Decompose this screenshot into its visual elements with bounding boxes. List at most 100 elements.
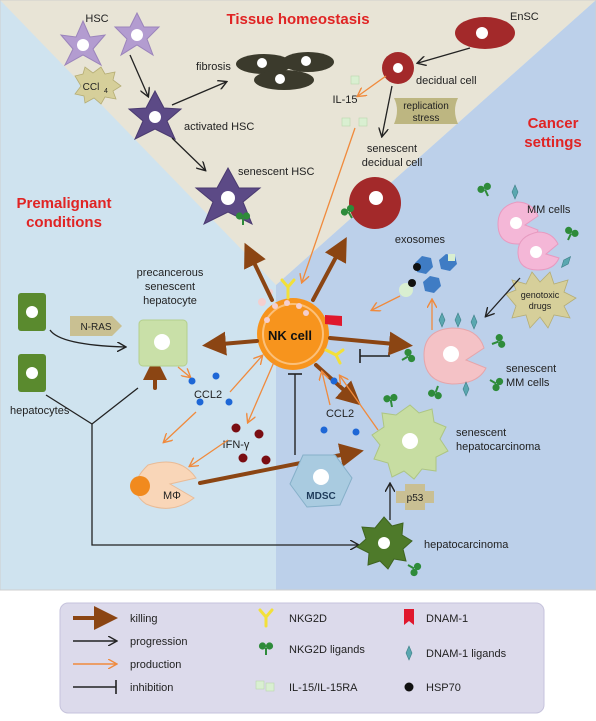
p53-marker <box>396 484 434 510</box>
arrow-precancerous-ccl2 <box>177 366 190 377</box>
kill-arrow-senescent-hsc <box>244 242 274 302</box>
ccl4-burst <box>74 66 122 105</box>
senescent-decidual-label-1: senescent <box>367 143 417 155</box>
p53-label: p53 <box>407 493 424 504</box>
ccl2-dot-2 <box>212 372 220 380</box>
nk-nkg2d-top <box>280 278 296 300</box>
genotoxic-label: genotoxic <box>521 290 560 300</box>
arrow-activated-to-senescent <box>171 137 205 170</box>
hepatocytes-label: hepatocytes <box>10 405 70 417</box>
heading-conditions: conditions <box>26 214 102 231</box>
exosome-1 <box>399 279 416 297</box>
mm-cells-label: MM cells <box>527 204 571 216</box>
hsc-cell-1 <box>59 19 107 67</box>
ifng-dot-4 <box>261 455 271 465</box>
decidual-cell-label: decidual cell <box>416 75 477 87</box>
ccl2-right-dot-3 <box>352 428 360 436</box>
ccl4-subscript: 4 <box>104 88 108 95</box>
activated-hsc-cell <box>127 89 183 141</box>
legend-dnam1-icon <box>404 609 414 625</box>
hepatocarcinoma-cell <box>356 516 413 570</box>
fibrosis-cells <box>236 52 334 90</box>
precancerous-label-2: senescent <box>145 281 195 293</box>
il15-label: IL-15 <box>332 94 357 106</box>
legend-killing: killing <box>130 613 158 625</box>
senescent-hsc-cell <box>194 166 262 226</box>
cancer-region <box>276 0 596 590</box>
arrow-ifng-to-macrophage <box>190 439 229 466</box>
senescent-mm-label-2: MM cells <box>506 377 550 389</box>
tissue-homeostasis-region <box>0 0 596 285</box>
arrow-activated-to-fibrosis <box>171 82 226 106</box>
genotoxic-drugs-burst <box>505 271 577 329</box>
ccl2-right-dot-2 <box>320 426 328 434</box>
arrow-hcc-to-nk <box>340 376 379 431</box>
legend: killing progression production inhibitio… <box>59 602 545 714</box>
senescent-hepatocarcinoma-cell <box>371 404 449 480</box>
legend-nkg2d-ligands: NKG2D ligands <box>289 644 365 656</box>
legend-nkg2d: NKG2D <box>289 613 327 625</box>
fibrosis-label: fibrosis <box>196 61 231 73</box>
exosome-4 <box>423 276 441 293</box>
legend-inhibition: inhibition <box>130 682 173 694</box>
hsc-label: HSC <box>85 13 108 25</box>
ifng-dot-1 <box>231 423 241 433</box>
precancerous-label-3: hepatocyte <box>143 295 197 307</box>
il15-square-3 <box>358 117 368 127</box>
arrow-hsc-to-activated <box>129 54 148 96</box>
exosome-3 <box>439 254 457 271</box>
ccl2-right-label: CCL2 <box>326 408 354 420</box>
ccl2-dot-4 <box>225 398 233 406</box>
legend-dnam1-ligands: DNAM-1 ligands <box>426 648 507 660</box>
hepatocarcinoma-label: hepatocarcinoma <box>424 539 509 551</box>
drugs-label: drugs <box>529 301 552 311</box>
senescent-mm-label-1: senescent <box>506 363 556 375</box>
mdsc-cell <box>289 454 353 508</box>
il15-square-2 <box>341 117 351 127</box>
precancerous-hepatocyte-cell <box>138 319 188 367</box>
legend-il15: IL-15/IL-15RA <box>289 682 358 694</box>
legend-nkg2d-icon <box>258 608 274 628</box>
legend-progression: progression <box>130 636 187 648</box>
activated-hsc-label: activated HSC <box>184 121 254 133</box>
senescent-mm-cell <box>423 327 487 385</box>
replication-stress-flag <box>394 98 458 124</box>
heading-tissue-homeostasis: Tissue homeostasis <box>226 11 369 28</box>
macrophage-cell <box>130 461 197 509</box>
macrophage-label: MΦ <box>163 490 181 502</box>
precancerous-label-1: precancerous <box>137 267 204 279</box>
nk-dnam1-receptor <box>325 315 342 326</box>
mm-cell-2 <box>517 231 560 271</box>
mm-cell-1 <box>497 201 539 245</box>
exosomes-label: exosomes <box>395 234 446 246</box>
il15-square-1 <box>350 75 360 85</box>
senescent-hcc-label-2: hepatocarcinoma <box>456 441 541 453</box>
arrow-il15-to-nk <box>302 127 356 282</box>
ensc-cell <box>455 17 515 49</box>
decidual-cell <box>382 52 414 84</box>
arrow-ccl2-to-macrophage <box>164 411 197 442</box>
arrow-ccl2-right-to-nk <box>322 372 331 406</box>
heading-cancer: Cancer <box>528 115 579 132</box>
kill-arrow-senescent-decidual <box>311 236 347 302</box>
arrow-ensc-to-decidual <box>418 47 471 63</box>
arrow-ccl2-to-nk <box>229 356 262 393</box>
senescent-hsc-label: senescent HSC <box>238 166 314 178</box>
legend-box <box>59 602 545 714</box>
exosome-2 <box>413 256 433 274</box>
hepatocyte-cell-1 <box>18 293 46 331</box>
mdsc-label: MDSC <box>306 491 335 502</box>
legend-hsp70-icon <box>404 682 414 692</box>
nk-cell-label: NK cell <box>268 328 312 343</box>
replication-label: replication <box>403 101 449 112</box>
ccl2-left-label: CCL2 <box>194 389 222 401</box>
hsc-cell-2 <box>113 11 161 57</box>
nras-label: N-RAS <box>80 322 111 333</box>
nk-nkg2d-right <box>324 348 345 365</box>
arrow-mm-to-senescent-mm <box>486 277 521 316</box>
arrow-hepatocyte-to-precancerous <box>49 329 125 347</box>
arrow-decidual-to-senescent <box>382 85 393 136</box>
senescent-hcc-label-1: senescent <box>456 427 506 439</box>
senescent-decidual-label-2: decidual cell <box>362 157 423 169</box>
